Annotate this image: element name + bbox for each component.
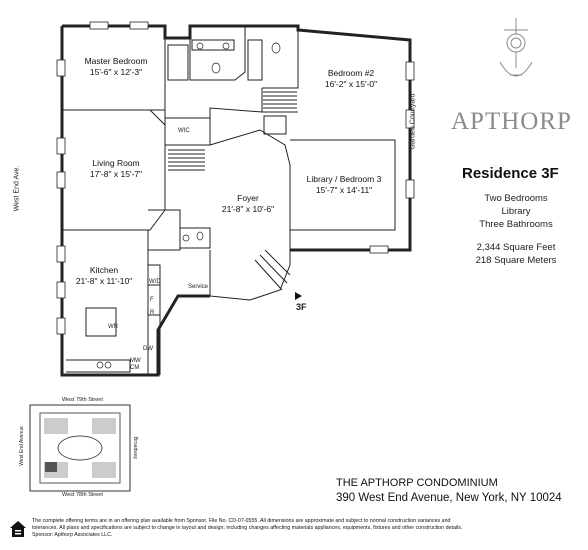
- unit-label: 3F: [296, 302, 307, 312]
- room-dims: 15'-7" x 14'-11": [315, 185, 373, 195]
- room-dims: 15'-6" x 12'-3": [89, 67, 143, 77]
- keyplan-east-label: Broadway: [132, 436, 139, 460]
- wine-fridge-label: WR: [108, 324, 118, 330]
- room-name: Master Bedroom: [84, 56, 148, 66]
- disclaimer-line: tolerances. All plans and specifications…: [32, 525, 463, 531]
- keyplan-south-label: West 78th Street: [62, 492, 103, 498]
- logo-emblem: [499, 18, 533, 77]
- room-dims: 17'-8" x 15'-7": [89, 169, 143, 179]
- keyplan-graphic: [29, 404, 131, 492]
- room-name: Bedroom #2: [327, 68, 375, 78]
- bathrooms-text: Three Bathrooms: [479, 219, 553, 230]
- kitchen-label: Kitchen 21'-8" x 11'-10": [64, 265, 144, 287]
- residence-title: Residence 3F: [462, 165, 559, 182]
- legal-disclaimer: The complete offering terms are in an of…: [32, 518, 584, 539]
- outer-wall: [62, 24, 412, 252]
- room-dims: 21'-8" x 11'-10": [75, 276, 133, 286]
- keyplan-west-label: West End Avenue: [18, 426, 25, 466]
- dishwasher-label: DW: [143, 346, 153, 352]
- room-name: Foyer: [237, 193, 259, 203]
- fridge-label: F: [150, 297, 154, 303]
- room-name: Kitchen: [89, 265, 119, 275]
- bedrooms-text: Two Bedrooms: [484, 193, 548, 204]
- square-meters-text: 218 Square Meters: [475, 255, 557, 266]
- residence-details: Two Bedrooms Library Three Bathrooms 2,3…: [460, 192, 572, 267]
- keyplan-north-label: West 79th Street: [62, 397, 103, 403]
- unit-marker: [295, 292, 302, 300]
- brand-logo: APTHORP: [451, 108, 572, 135]
- range-label: R: [150, 310, 155, 316]
- room-name: Library / Bedroom 3: [306, 174, 382, 184]
- condo-address: 390 West End Avenue, New York, NY 10024: [336, 492, 562, 504]
- wd-label: W/D: [149, 279, 161, 285]
- coffee-maker-label: CM: [130, 365, 140, 371]
- master-bedroom-label: Master Bedroom 15'-6" x 12'-3": [70, 56, 162, 78]
- room-dims: 16'-2" x 15'-0": [324, 79, 378, 89]
- bedroom2-label: Bedroom #2 16'-2" x 15'-0": [305, 68, 397, 90]
- room-dims: 21'-8" x 10'-6": [221, 204, 275, 214]
- equal-housing-icon: [10, 521, 26, 537]
- library-label: Library / Bedroom 3 15'-7" x 14'-11": [296, 174, 392, 196]
- disclaimer-line: Sponsor: Apthorp Associates LLC.: [32, 532, 113, 538]
- garden-courtyard-label: Garden Courtyard: [409, 93, 417, 150]
- foyer-label: Foyer 21'-8" x 10'-6": [210, 193, 286, 215]
- condo-name: THE APTHORP CONDOMINIUM: [336, 477, 498, 489]
- west-end-ave-label: West End Ave.: [13, 165, 21, 212]
- service-label: Service: [188, 284, 209, 290]
- disclaimer-line: The complete offering terms are in an of…: [32, 518, 451, 524]
- room-name: Living Room: [92, 158, 140, 168]
- outer-wall-left: [60, 26, 210, 377]
- library-text: Library: [501, 206, 531, 217]
- living-room-label: Living Room 17'-8" x 15'-7": [70, 158, 162, 180]
- square-feet-text: 2,344 Square Feet: [476, 242, 556, 253]
- wic-label: WIC: [178, 128, 190, 134]
- microwave-label: MW: [130, 358, 141, 364]
